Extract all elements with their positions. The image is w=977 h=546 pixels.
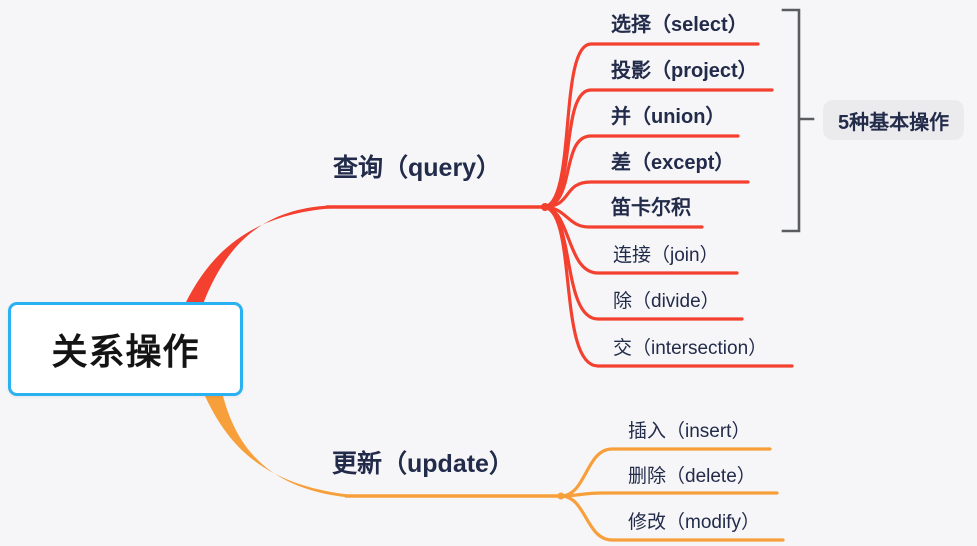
node-project[interactable]: 投影（project） — [611, 60, 758, 82]
node-query[interactable]: 查询（query） — [333, 154, 502, 182]
edge-root-update-trunk — [205, 396, 348, 498]
node-join[interactable]: 连接（join） — [613, 245, 719, 266]
node-modify[interactable]: 修改（modify） — [628, 512, 760, 533]
node-intersection[interactable]: 交（intersection） — [613, 338, 768, 359]
node-delete[interactable]: 删除（delete） — [628, 466, 756, 487]
node-union[interactable]: 并（union） — [611, 106, 726, 128]
node-cartesian-product[interactable]: 笛卡尔积 — [611, 197, 691, 219]
node-root-label: 关系操作 — [51, 331, 200, 372]
edge-update-modify — [559, 494, 785, 542]
node-divide[interactable]: 除（divide） — [613, 291, 720, 312]
edge-query-except — [541, 180, 750, 209]
node-except[interactable]: 差（except） — [611, 152, 735, 174]
node-update[interactable]: 更新（update） — [332, 450, 514, 478]
bracket-five-basic-ops — [781, 8, 815, 233]
node-root[interactable]: 关系操作 — [8, 302, 243, 396]
edge-update-delete — [559, 491, 779, 498]
edge-query-union — [541, 134, 740, 209]
node-insert[interactable]: 插入（insert） — [628, 421, 751, 442]
edge-query-project — [541, 88, 774, 209]
annotation-five-basic-ops[interactable]: 5种基本操作 — [823, 100, 965, 140]
edge-query-intersection — [541, 205, 794, 368]
edge-root-query-trunk — [185, 205, 330, 304]
annotation-label: 5种基本操作 — [838, 111, 950, 134]
node-select[interactable]: 选择（select） — [611, 14, 748, 36]
